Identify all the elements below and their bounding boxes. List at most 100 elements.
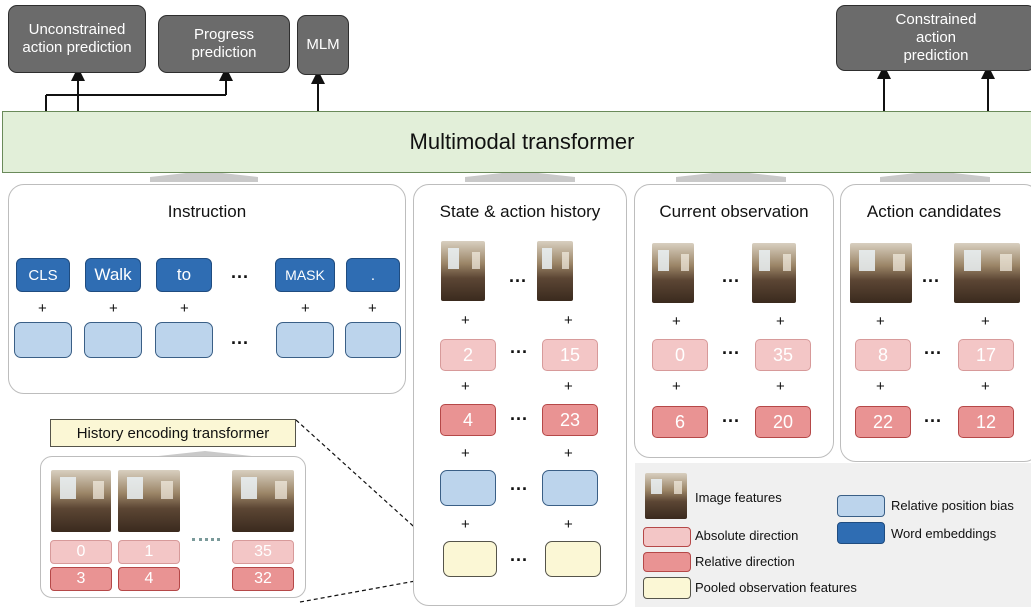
history-rel-ellipsis: ... [510, 404, 529, 424]
unconstrained-action-prediction-box: Unconstrained action prediction [8, 5, 146, 73]
current-title: Current observation [659, 202, 809, 221]
enc-ellipsis [192, 538, 220, 541]
position-embedding [155, 322, 213, 358]
history-image-1 [441, 241, 485, 301]
current-abs-ellipsis: ... [722, 338, 741, 358]
history-pos-ellipsis: ... [510, 474, 529, 494]
legend-image-label: Image features [695, 490, 782, 505]
hist-enc-text: History encoding transformer [76, 424, 270, 442]
enc-abs-2: 1 [118, 540, 180, 564]
output-arrows-left [45, 65, 995, 111]
candidate-image-1 [850, 243, 912, 303]
token-to: to [156, 258, 212, 292]
instruction-title: Instruction [167, 202, 247, 221]
history-abs-1: 2 [440, 339, 496, 371]
history-rel-2: 23 [542, 404, 598, 436]
transformer-label: Multimodal transformer [409, 129, 635, 154]
enc-rel-3: 32 [232, 567, 294, 591]
current-image-2 [752, 243, 796, 303]
legend-word-swatch [837, 522, 885, 544]
legend-relative-swatch [643, 552, 691, 572]
legend-pooled-label: Pooled observation features [695, 580, 857, 595]
enc-image-3 [232, 470, 294, 532]
instruction-ellipsis-2: ... [231, 328, 250, 348]
legend-absolute-label: Absolute direction [695, 528, 799, 543]
position-embedding [276, 322, 334, 358]
history-title: State & action history [439, 202, 601, 221]
enc-rel-1: 3 [50, 567, 112, 591]
history-abs-ellipsis: ... [510, 337, 529, 357]
candidate-abs-ellipsis: ... [924, 338, 943, 358]
legend-panel [635, 463, 1031, 607]
history-rel-1: 4 [440, 404, 496, 436]
current-rel-1: 6 [652, 406, 708, 438]
plus: + [981, 313, 990, 330]
history-pooled-1 [443, 541, 497, 577]
token-mask: MASK [275, 258, 335, 292]
legend-position-label: Relative position bias [891, 498, 1014, 513]
history-abs-2: 15 [542, 339, 598, 371]
candidate-abs-2: 17 [958, 339, 1014, 371]
token-cls: CLS [16, 258, 70, 292]
plus: + [38, 300, 47, 317]
plus: + [109, 300, 118, 317]
position-embedding [84, 322, 142, 358]
plus: + [672, 378, 681, 395]
plus: + [180, 300, 189, 317]
enc-abs-3: 35 [232, 540, 294, 564]
plus: + [461, 445, 470, 462]
legend-position-swatch [837, 495, 885, 517]
token-walk: Walk [85, 258, 141, 292]
plus: + [776, 313, 785, 330]
current-abs-2: 35 [755, 339, 811, 371]
legend-absolute-swatch [643, 527, 691, 547]
plus: + [461, 378, 470, 395]
enc-image-2 [118, 470, 180, 532]
constrained-label: Constrained action prediction [895, 11, 977, 64]
candidates-title: Action candidates [866, 202, 1002, 221]
history-position-1 [440, 470, 496, 506]
plus: + [368, 300, 377, 317]
plus: + [564, 312, 573, 329]
token-period: . [346, 258, 400, 292]
current-rel-ellipsis: ... [722, 406, 741, 426]
candidate-abs-1: 8 [855, 339, 911, 371]
plus: + [564, 516, 573, 533]
progress-prediction-box: Progress prediction [158, 15, 290, 73]
position-embedding [14, 322, 72, 358]
progress-label: Progress prediction [191, 26, 257, 61]
legend-image-swatch [645, 473, 687, 519]
plus: + [461, 312, 470, 329]
position-embedding [345, 322, 401, 358]
constrained-action-prediction-box: Constrained action prediction [836, 5, 1031, 71]
candidate-rel-ellipsis: ... [924, 406, 943, 426]
multimodal-transformer: Multimodal transformer [2, 111, 1031, 173]
legend-relative-label: Relative direction [695, 554, 795, 569]
instruction-ellipsis-1: ... [231, 262, 250, 282]
plus: + [876, 313, 885, 330]
current-image-1 [652, 243, 694, 303]
current-rel-2: 20 [755, 406, 811, 438]
candidate-image-2 [954, 243, 1020, 303]
history-image-2 [537, 241, 573, 301]
history-position-2 [542, 470, 598, 506]
plus: + [564, 378, 573, 395]
plus: + [564, 445, 573, 462]
plus: + [301, 300, 310, 317]
history-pooled-2 [545, 541, 601, 577]
plus: + [981, 378, 990, 395]
plus: + [876, 378, 885, 395]
history-img-ellipsis: ... [509, 266, 528, 286]
candidate-rel-1: 22 [855, 406, 911, 438]
history-pooled-ellipsis: ... [510, 545, 529, 565]
enc-rel-2: 4 [118, 567, 180, 591]
mlm-box: MLM [297, 15, 349, 75]
candidate-img-ellipsis: ... [922, 266, 941, 286]
plus: + [776, 378, 785, 395]
current-abs-1: 0 [652, 339, 708, 371]
mlm-label: MLM [306, 36, 340, 53]
plus: + [461, 516, 470, 533]
legend-word-label: Word embeddings [891, 526, 997, 541]
enc-abs-1: 0 [50, 540, 112, 564]
current-img-ellipsis: ... [722, 266, 741, 286]
